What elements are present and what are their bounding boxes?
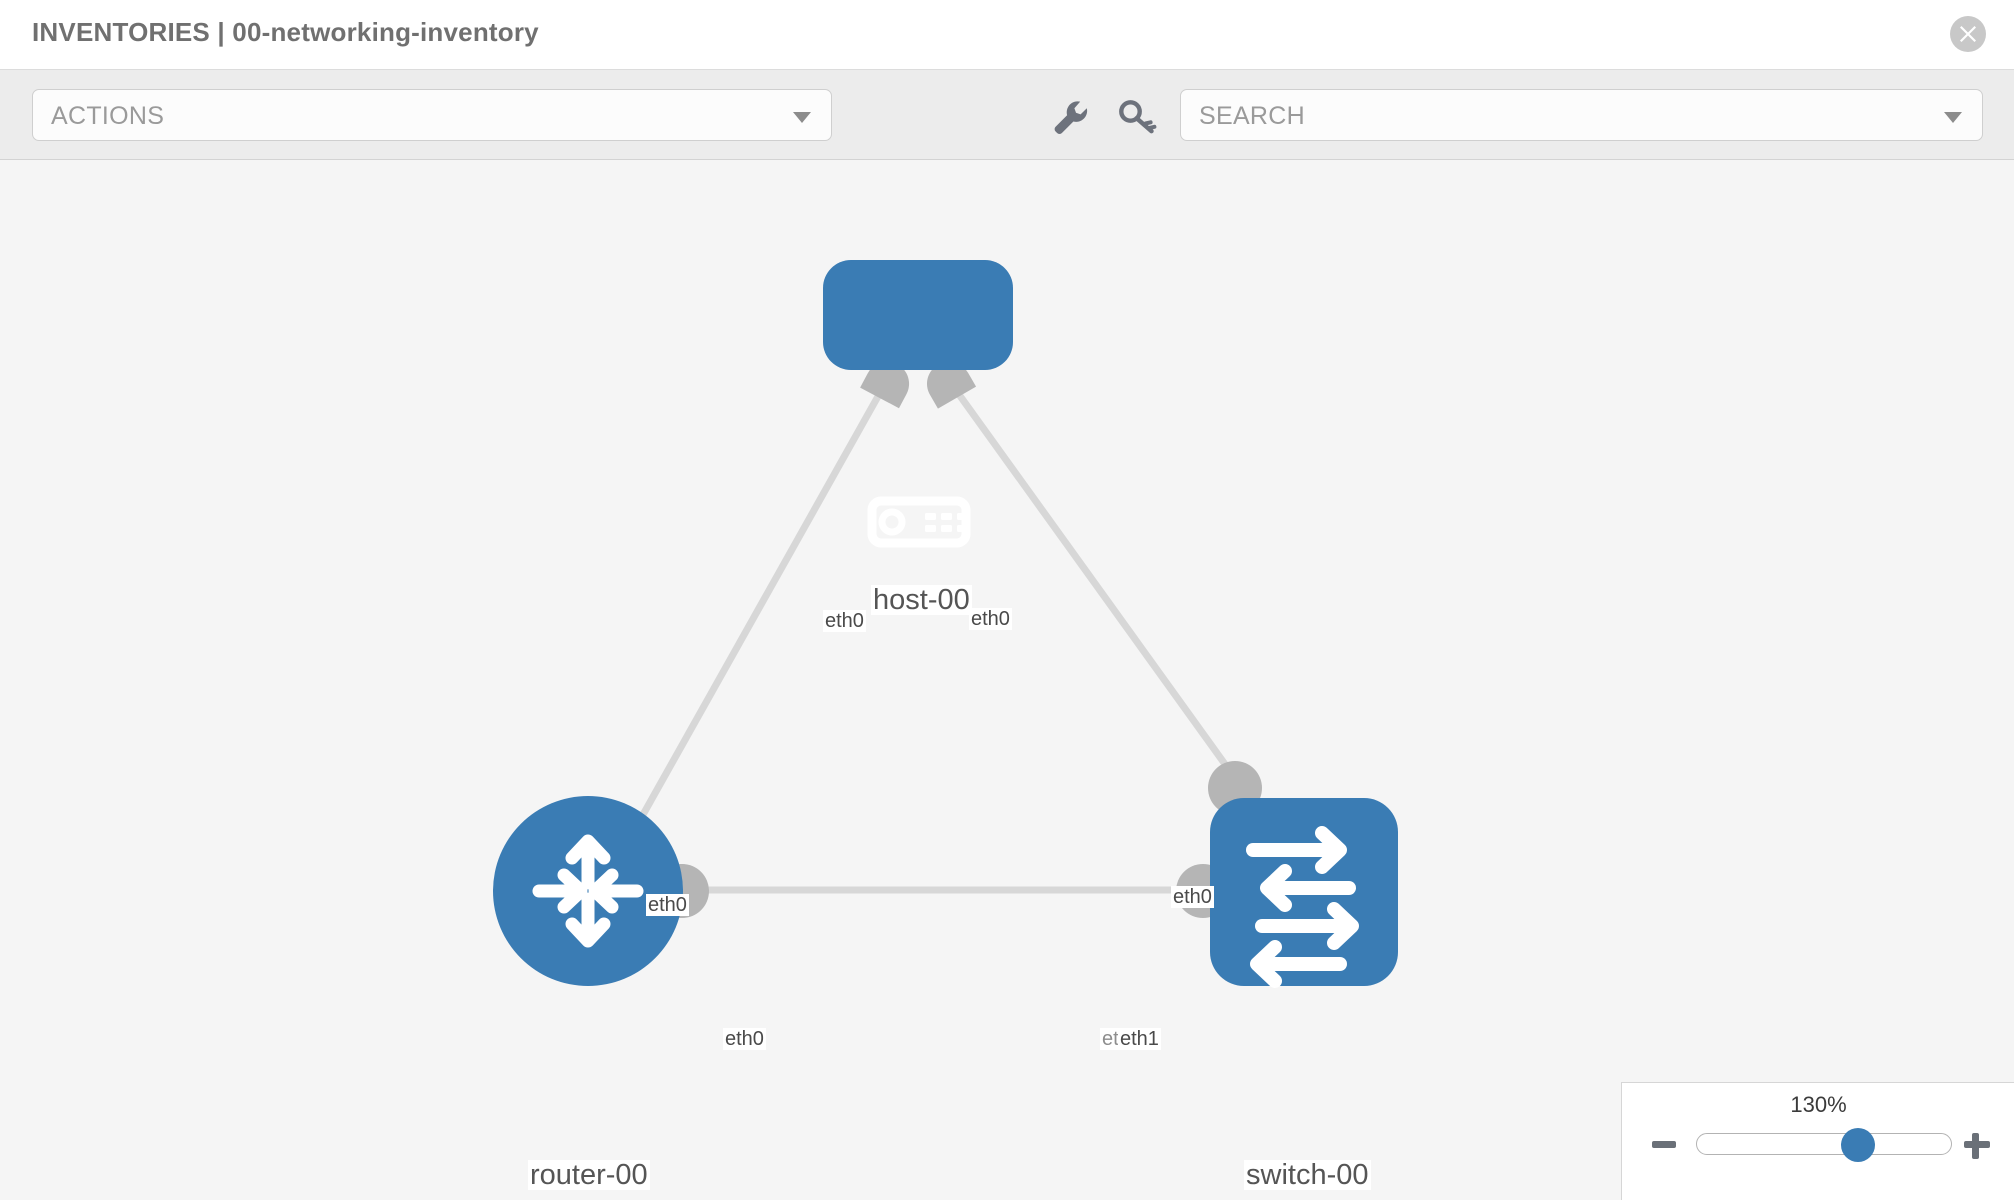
router-arrows-icon [532,834,644,948]
zoom-out-button[interactable] [1649,1130,1679,1160]
search-input[interactable]: SEARCH [1180,89,1983,141]
iface-label-switch-up: eth0 [1171,886,1214,908]
link-host-switch [942,372,1248,795]
topology-canvas[interactable]: host-00 router-00 switch-00 eth0 eth0 et… [0,160,2014,1200]
switch-arrows-icon [1246,826,1359,988]
page-title: INVENTORIES | 00-networking-inventory [32,17,539,47]
zoom-in-button[interactable] [1962,1130,1992,1160]
iface-label-host-right: eth0 [969,608,1012,630]
close-icon[interactable] [1950,16,1986,52]
node-label-switch-00: switch-00 [1244,1159,1371,1191]
node-switch-00[interactable] [1210,798,1398,988]
actions-dropdown-label: ACTIONS [51,102,165,130]
wrench-icon[interactable] [1050,98,1090,136]
zoom-slider-thumb[interactable] [1841,1128,1875,1162]
zoom-level-label: 130% [1790,1092,1847,1117]
dialog-header: INVENTORIES | 00-networking-inventory [0,0,2014,69]
topology-graph [493,260,1398,988]
actions-dropdown[interactable]: ACTIONS [32,89,832,141]
search-placeholder: SEARCH [1199,102,1305,130]
zoom-slider[interactable] [1696,1128,1952,1162]
iface-label-router-right: eth0 [723,1028,766,1050]
iface-label-switch-left: eth1 [1118,1028,1161,1050]
chevron-down-icon [1944,112,1962,123]
link-host-router [636,373,894,822]
server-icon [867,496,971,548]
node-router-00[interactable] [493,796,683,986]
iface-label-router-up: eth0 [646,894,689,916]
toolbar: ACTIONS SEARCH [0,69,2014,160]
key-icon[interactable] [1118,98,1158,136]
node-label-router-00: router-00 [528,1159,650,1191]
node-label-host-00: host-00 [871,584,972,616]
chevron-down-icon [793,112,811,123]
iface-label-host-left: eth0 [823,610,866,632]
node-host-00[interactable] [823,260,1013,548]
zoom-control-panel: 130% [1621,1082,2014,1200]
